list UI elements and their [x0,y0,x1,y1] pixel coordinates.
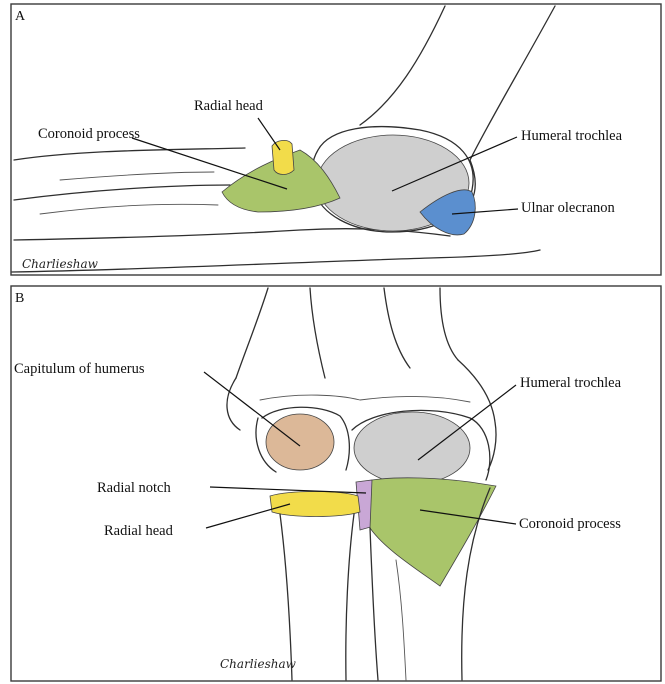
panel-a-letter: A [15,9,26,24]
panel-b-label-radial-head: Radial head [104,523,174,539]
panel-b-label-humeral-trochlea: Humeral trochlea [520,375,622,391]
panel-b-label-capitulum: Capitulum of humerus [14,361,145,377]
panel-b: B Capitulum of humerus Humeral trochlea … [11,286,661,681]
panel-b-letter: B [15,291,24,306]
panel-b-label-radial-notch: Radial notch [97,480,171,496]
panel-a: A Radial head Coronoid process Humeral t… [11,4,661,275]
panel-b-radial-head [270,492,360,517]
panel-b-signature: Charlieshaw [220,657,297,671]
panel-a-label-ulnar-olecranon: Ulnar olecranon [521,200,616,216]
panel-a-signature: Charlieshaw [22,257,99,271]
panel-b-capitulum [266,414,334,470]
panel-a-label-humeral-trochlea: Humeral trochlea [521,128,623,144]
panel-a-label-radial-head: Radial head [194,98,264,114]
panel-b-label-coronoid-process: Coronoid process [519,516,621,532]
panel-b-humeral-trochlea [354,412,470,484]
panel-a-radial-head [272,140,294,174]
panel-a-label-coronoid-process: Coronoid process [38,126,140,142]
